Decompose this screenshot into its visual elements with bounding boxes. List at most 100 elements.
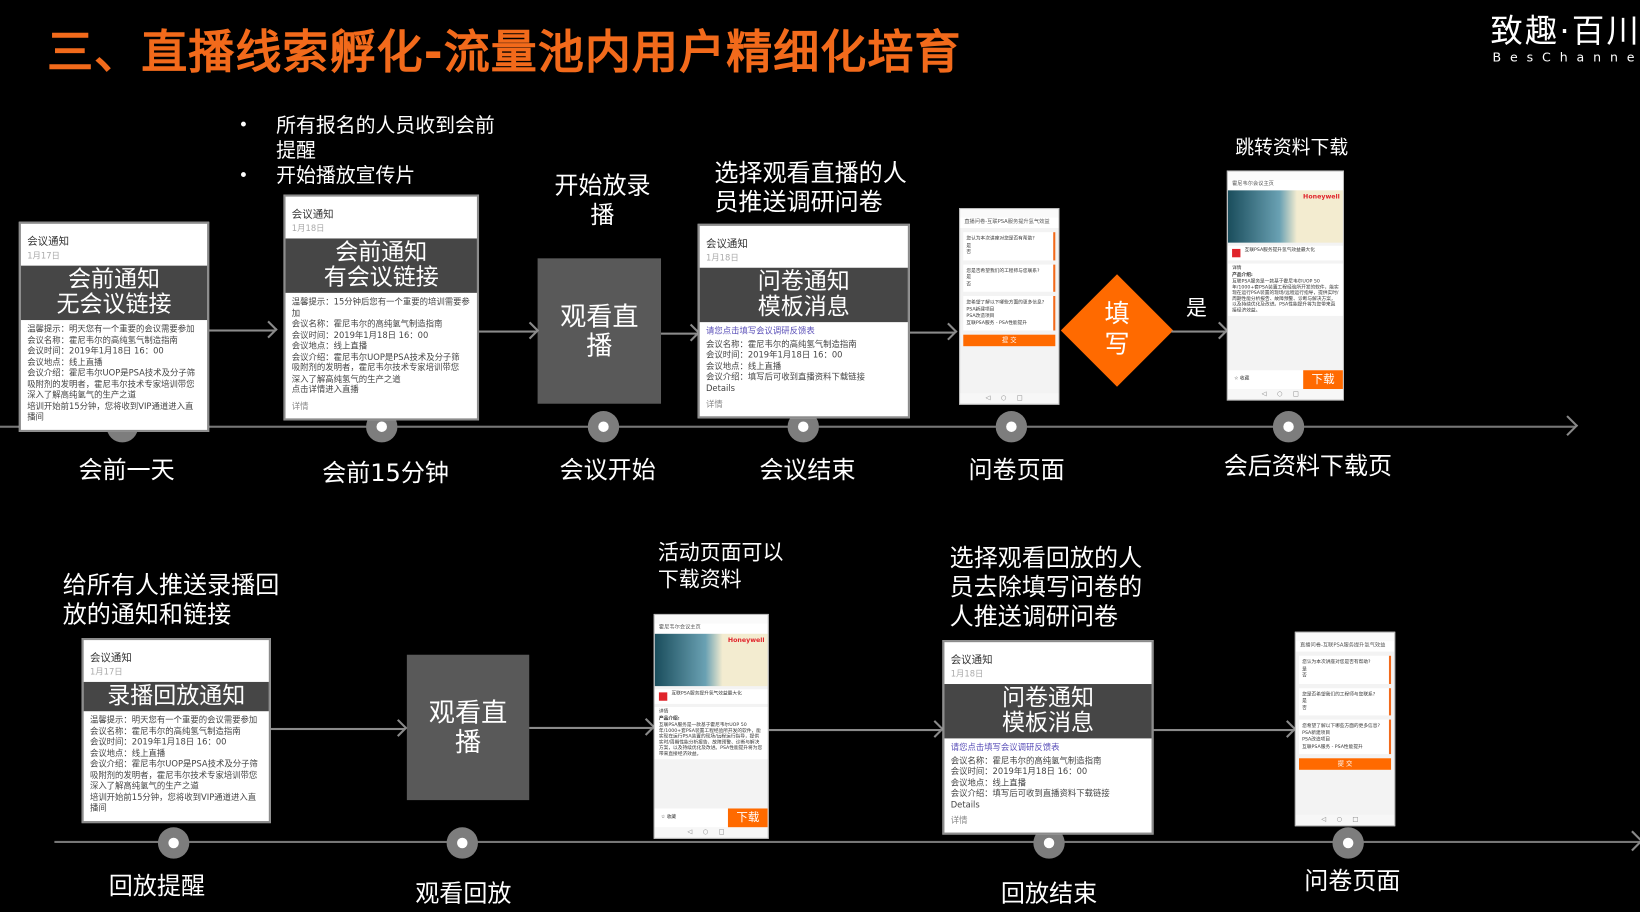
card-line: 会议介绍：霍尼韦尔UOP是PSA技术及分子筛 <box>27 368 196 378</box>
question-option: 是 <box>966 275 972 281</box>
card-survey-link[interactable]: 请您点击填写会议调研反馈表 <box>950 742 1060 753</box>
card-line: 会议名称：霍尼韦尔的高纯氢气制造指南 <box>950 755 1102 766</box>
card-line: 会议地点：线上直播 <box>89 748 166 758</box>
card-survey-link[interactable]: 请您点击填写会议调研反馈表 <box>705 326 815 336</box>
question-text: 您是否希望我们的工程师与您联系? <box>1302 691 1376 698</box>
card-heading: 会议通知 <box>27 236 70 248</box>
card-line: 点击详情进入直播 <box>291 384 359 395</box>
question-text: 您是否希望我们的工程师与您联系? <box>966 268 1040 274</box>
card-line: 会议时间：2019年1月18日 16：00 <box>291 329 429 340</box>
favorite-button[interactable]: ☆ 收藏 <box>661 815 677 821</box>
replay-survey-label: 选择观看回放的人 员去除填写问卷的 人推送调研问卷 <box>949 544 1143 631</box>
timeline-node <box>587 411 620 443</box>
status-bar <box>1227 171 1343 180</box>
card-overlay-caption: 录播回放通知 <box>83 681 269 712</box>
status-bar <box>654 614 768 624</box>
section-title: 详情 <box>1232 265 1242 271</box>
event-banner-image: Honeywell <box>1227 190 1343 243</box>
brand-square-icon <box>658 692 668 701</box>
question-text: 您认为本次讲座对您是否有帮助? <box>1302 659 1371 666</box>
status-bar <box>960 209 1059 218</box>
phone-nav-title: 直播问卷-互联PSA服务提升氢气效益 <box>1295 641 1395 652</box>
card-line: 温馨提示：明天您有一个重要的会议需要参加 <box>27 324 195 334</box>
phone-nav-bar: ◁○□ <box>1227 389 1343 400</box>
card-date: 1月18日 <box>705 253 739 263</box>
watch-live-box: 观看直 播 <box>537 258 662 404</box>
card-date: 1月17日 <box>27 251 60 261</box>
card-line: 会议介绍：填写后可收到直播资料下载链接 <box>950 788 1110 799</box>
replay-notify-label: 给所有人推送录播回 放的通知和链接 <box>62 572 280 629</box>
card-heading: 会议通知 <box>705 238 748 250</box>
logo-chinese: 致趣·百川 <box>1490 12 1640 51</box>
card-overlay-caption: 问卷通知 模板消息 <box>699 267 908 323</box>
card-details-link[interactable]: 详情 <box>291 401 309 411</box>
activity-page-label: 活动页面可以 下载资料 <box>657 539 784 592</box>
timeline-label: 回放结束 <box>1000 880 1098 908</box>
submit-button[interactable]: 提 交 <box>1299 758 1392 770</box>
card-details-link[interactable]: 详情 <box>705 399 723 409</box>
watch-replay-box: 观看直 播 <box>406 654 530 801</box>
phone-nav-title: 霍尼韦尔会议主页 <box>1227 179 1343 191</box>
flow-arrow <box>479 330 537 333</box>
timeline-row2 <box>54 840 1640 843</box>
brand-square-icon <box>1232 248 1241 258</box>
timeline-node <box>446 827 478 859</box>
card-line: 会议介绍：填写后可收到直播资料下载链接 <box>705 372 865 382</box>
card-line: 会议介绍：霍尼韦尔UOP是PSA技术及分子筛 <box>89 759 258 769</box>
flow-arrow <box>768 728 942 732</box>
favorite-button[interactable]: ☆ 收藏 <box>1234 376 1250 383</box>
timeline-label: 问卷页面 <box>1304 868 1401 896</box>
phone-nav-title: 霍尼韦尔会议主页 <box>654 623 768 634</box>
card-heading: 会议通知 <box>950 654 993 667</box>
card-overlay-caption: 问卷通知 模板消息 <box>944 684 1152 739</box>
card-line: 会议名称：霍尼韦尔的高纯氢气制造指南 <box>291 318 443 329</box>
flow-arrow <box>1153 728 1294 732</box>
question-text: 您希望了解以下哪些方面的更多信息? <box>1302 723 1380 729</box>
intro-text: 互联PSA服务是一款基于霍尼韦尔UOP 50年/1000+套PSA装置工程经验所… <box>658 722 763 757</box>
spacer <box>1296 774 1394 815</box>
event-details: 详情产品介绍:互联PSA服务是一款基于霍尼韦尔UOP 50年/1000+套PSA… <box>1227 263 1343 316</box>
question-option: 否 <box>1302 673 1307 679</box>
question-option: 互联PSA服务 - PSA性能提升 <box>1302 744 1363 750</box>
flow-arrow <box>661 332 698 335</box>
card-line: 温馨提示：15分钟后您有一个重要的培训需要参加 <box>291 297 470 318</box>
phone-nav-title: 直播问卷-互联PSA服务提升氢气效益 <box>960 217 1059 229</box>
question-option: 是 <box>966 243 972 249</box>
timeline-node <box>1332 827 1364 859</box>
submit-button[interactable]: 提 交 <box>963 334 1056 347</box>
timeline-label: 观看回放 <box>415 880 512 908</box>
card-line: 会议介绍：霍尼韦尔UOP是PSA技术及分子筛 <box>291 351 460 362</box>
survey-question: 您是否希望我们的工程师与您联系?是否 <box>1299 687 1392 716</box>
bullet-item: 所有报名的人员收到会前提醒 <box>238 113 499 163</box>
download-button[interactable]: 下载 <box>727 808 768 828</box>
card-details-link[interactable]: 详情 <box>950 815 968 826</box>
slide-title: 三、直播线索孵化-流量池内用户精细化培育 <box>47 26 962 80</box>
survey-phone-mockup: 直播问卷-互联PSA服务提升氢气效益您认为本次讲座对您是否有帮助?是否您是否希望… <box>1294 631 1396 827</box>
card-line: 会议地点：线上直播 <box>27 357 103 367</box>
start-replay-label: 开始放录 播 <box>554 172 651 230</box>
question-text: 您希望了解以下哪些方面的更多信息? <box>966 300 1045 306</box>
card-date: 1月17日 <box>89 667 123 677</box>
card-line: 培训开始前15分钟，您将收到VIP通道进入直播间 <box>89 792 257 813</box>
bullet-item: 开始播放宣传片 <box>238 163 499 188</box>
spacer <box>960 350 1058 393</box>
flow-arrow <box>529 726 653 729</box>
question-option: 否 <box>966 249 972 256</box>
flow-arrow <box>209 329 276 332</box>
card-line: 会议名称：霍尼韦尔的高纯氢气制造指南 <box>89 726 241 736</box>
event-banner-image: Honeywell <box>654 633 768 687</box>
yes-label: 是 <box>1186 294 1207 321</box>
flow-arrow <box>909 331 955 334</box>
card-line: 吸附剂的发明者，霍尼韦尔技术专家培训带您 <box>27 379 195 389</box>
question-option: PSA改造项目 <box>966 313 995 319</box>
download-button[interactable]: 下载 <box>1303 370 1343 390</box>
survey-question: 您认为本次讲座对您是否有帮助?是否 <box>963 232 1056 260</box>
survey-question: 您是否希望我们的工程师与您联系?是否 <box>963 264 1056 292</box>
timeline-label: 会议结束 <box>759 457 856 485</box>
question-option: PSA改造项目 <box>1302 737 1331 743</box>
card-line: 培训开始前15分钟，您将收到VIP通道进入直播间 <box>27 401 194 422</box>
section-title: 详情 <box>658 709 669 715</box>
